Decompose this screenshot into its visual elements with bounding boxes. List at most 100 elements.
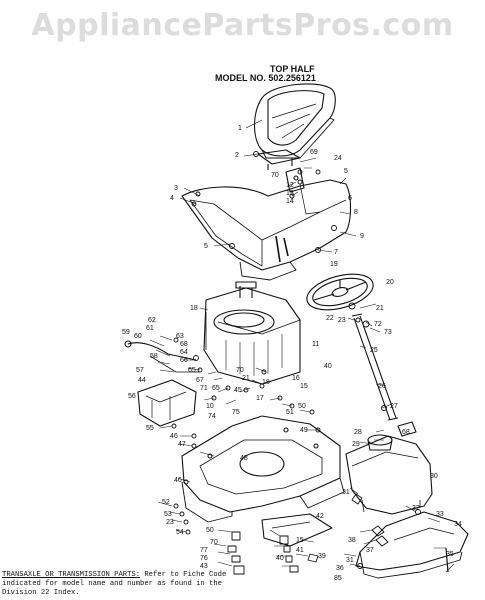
callout-72: 72: [374, 321, 382, 328]
callout-51: 51: [286, 409, 294, 416]
callout-17: 17: [256, 395, 264, 402]
callout-18: 18: [190, 305, 198, 312]
front-grille-part[interactable]: [355, 511, 469, 579]
frame-part[interactable]: [181, 415, 345, 523]
watermark-logo: AppliancePartsPros.com: [31, 8, 454, 43]
callout-44: 44: [138, 377, 146, 384]
note-line2: indicated for model name and number as f…: [2, 580, 222, 588]
callout-32: 32: [412, 505, 420, 512]
callout-35: 35: [446, 551, 454, 558]
leader-lines: [149, 119, 455, 573]
callout-25: 25: [370, 347, 378, 354]
callout-71: 71: [200, 385, 208, 392]
callout-76: 76: [200, 555, 208, 562]
callout-64: 64: [180, 349, 188, 356]
callout-70: 70: [271, 172, 279, 179]
callout-2: 2: [235, 152, 239, 159]
callout-18b: 18: [262, 379, 270, 386]
callout-31b: 31: [346, 557, 354, 564]
callout-55: 55: [146, 425, 154, 432]
callout-49: 49: [300, 427, 308, 434]
callout-7: 7: [334, 249, 338, 256]
callout-65: 65: [188, 367, 196, 374]
dash-cap-part[interactable]: [367, 421, 417, 451]
callout-47: 47: [178, 441, 186, 448]
callout-70c: 70: [210, 539, 218, 546]
callout-11: 11: [312, 341, 319, 348]
callout-57: 57: [136, 367, 144, 374]
callout-39: 39: [318, 553, 326, 560]
callout-8: 8: [354, 209, 358, 216]
model-number: MODEL NO. 502.256121: [215, 73, 316, 83]
transaxle-note: TRANSAXLE OR TRANSMISSION PARTS: Refer t…: [2, 571, 322, 598]
callout-53: 53: [164, 511, 172, 518]
lower-bracket-part[interactable]: [261, 513, 333, 547]
callout-58: 58: [150, 353, 158, 360]
page-code: 85: [334, 575, 342, 582]
callout-75: 75: [232, 409, 240, 416]
steering-wheel-part[interactable]: [303, 268, 377, 317]
callout-41: 41: [296, 547, 304, 554]
callout-69: 69: [310, 149, 318, 156]
callout-61: 61: [146, 325, 154, 332]
hardware-parts: [171, 151, 449, 575]
callout-48: 48: [240, 455, 248, 462]
callout-40: 40: [324, 363, 332, 370]
callout-19: 19: [330, 261, 338, 268]
callout-5b: 5: [204, 243, 208, 250]
callout-30: 30: [430, 473, 438, 480]
callout-42: 42: [316, 513, 324, 520]
callout-43: 43: [200, 563, 208, 570]
callout-14: 14: [286, 198, 294, 205]
callout-24: 24: [334, 155, 342, 162]
battery-tray-part[interactable]: [137, 379, 197, 427]
callout-29: 29: [352, 441, 360, 448]
note-line1: Refer to Fiche Code: [140, 571, 227, 579]
callout-65b: 65: [212, 385, 220, 392]
callout-60: 60: [134, 333, 142, 340]
callout-66: 66: [180, 357, 188, 364]
callout-37: 37: [366, 547, 374, 554]
callout-4: 4: [170, 195, 174, 202]
callout-15: 15: [300, 383, 308, 390]
callout-28: 28: [354, 429, 362, 436]
callout-46b: 46: [174, 477, 182, 484]
callout-63: 63: [176, 333, 184, 340]
note-heading: TRANSAXLE OR TRANSMISSION PARTS:: [2, 571, 141, 579]
dash-housing-part[interactable]: [345, 435, 433, 515]
callout-46: 46: [170, 433, 178, 440]
callout-40b: 40: [276, 555, 284, 562]
steering-shaft-part[interactable]: [351, 313, 399, 421]
callout-21b: 21: [242, 375, 250, 382]
callout-15b: 15: [296, 537, 304, 544]
callout-6: 6: [348, 195, 352, 202]
diagram-title: TOP HALF: [270, 64, 315, 74]
callout-67: 67: [196, 377, 204, 384]
callout-3: 3: [174, 185, 178, 192]
callout-26: 26: [378, 383, 386, 390]
callout-70b: 70: [236, 367, 244, 374]
callout-74: 74: [208, 413, 216, 420]
callout-68b: 68: [402, 429, 410, 436]
callout-50b: 50: [206, 527, 214, 534]
callout-56: 56: [128, 393, 136, 400]
fender-part[interactable]: [181, 179, 352, 281]
callout-labels: 1 2 69 24 70 12 13 14 5 3 4 8 9 5 7 19 2…: [122, 125, 462, 582]
throttle-linkage-part[interactable]: [124, 340, 200, 373]
engine-part[interactable]: [203, 281, 301, 385]
seat-part[interactable]: [253, 83, 336, 159]
callout-21: 21: [376, 305, 384, 312]
callout-45: 45: [234, 387, 242, 394]
seat-bracket-part[interactable]: [257, 149, 301, 170]
callout-23: 23: [338, 317, 346, 324]
callout-5: 5: [344, 168, 348, 175]
callout-36: 36: [336, 565, 344, 572]
callout-9: 9: [360, 233, 364, 240]
callout-50: 50: [298, 403, 306, 410]
callout-59: 59: [122, 329, 130, 336]
callout-27: 27: [390, 403, 398, 410]
callout-12: 12: [286, 182, 294, 189]
callout-1: 1: [238, 125, 242, 132]
callout-23b: 23: [166, 519, 174, 526]
callout-68: 68: [180, 341, 188, 348]
